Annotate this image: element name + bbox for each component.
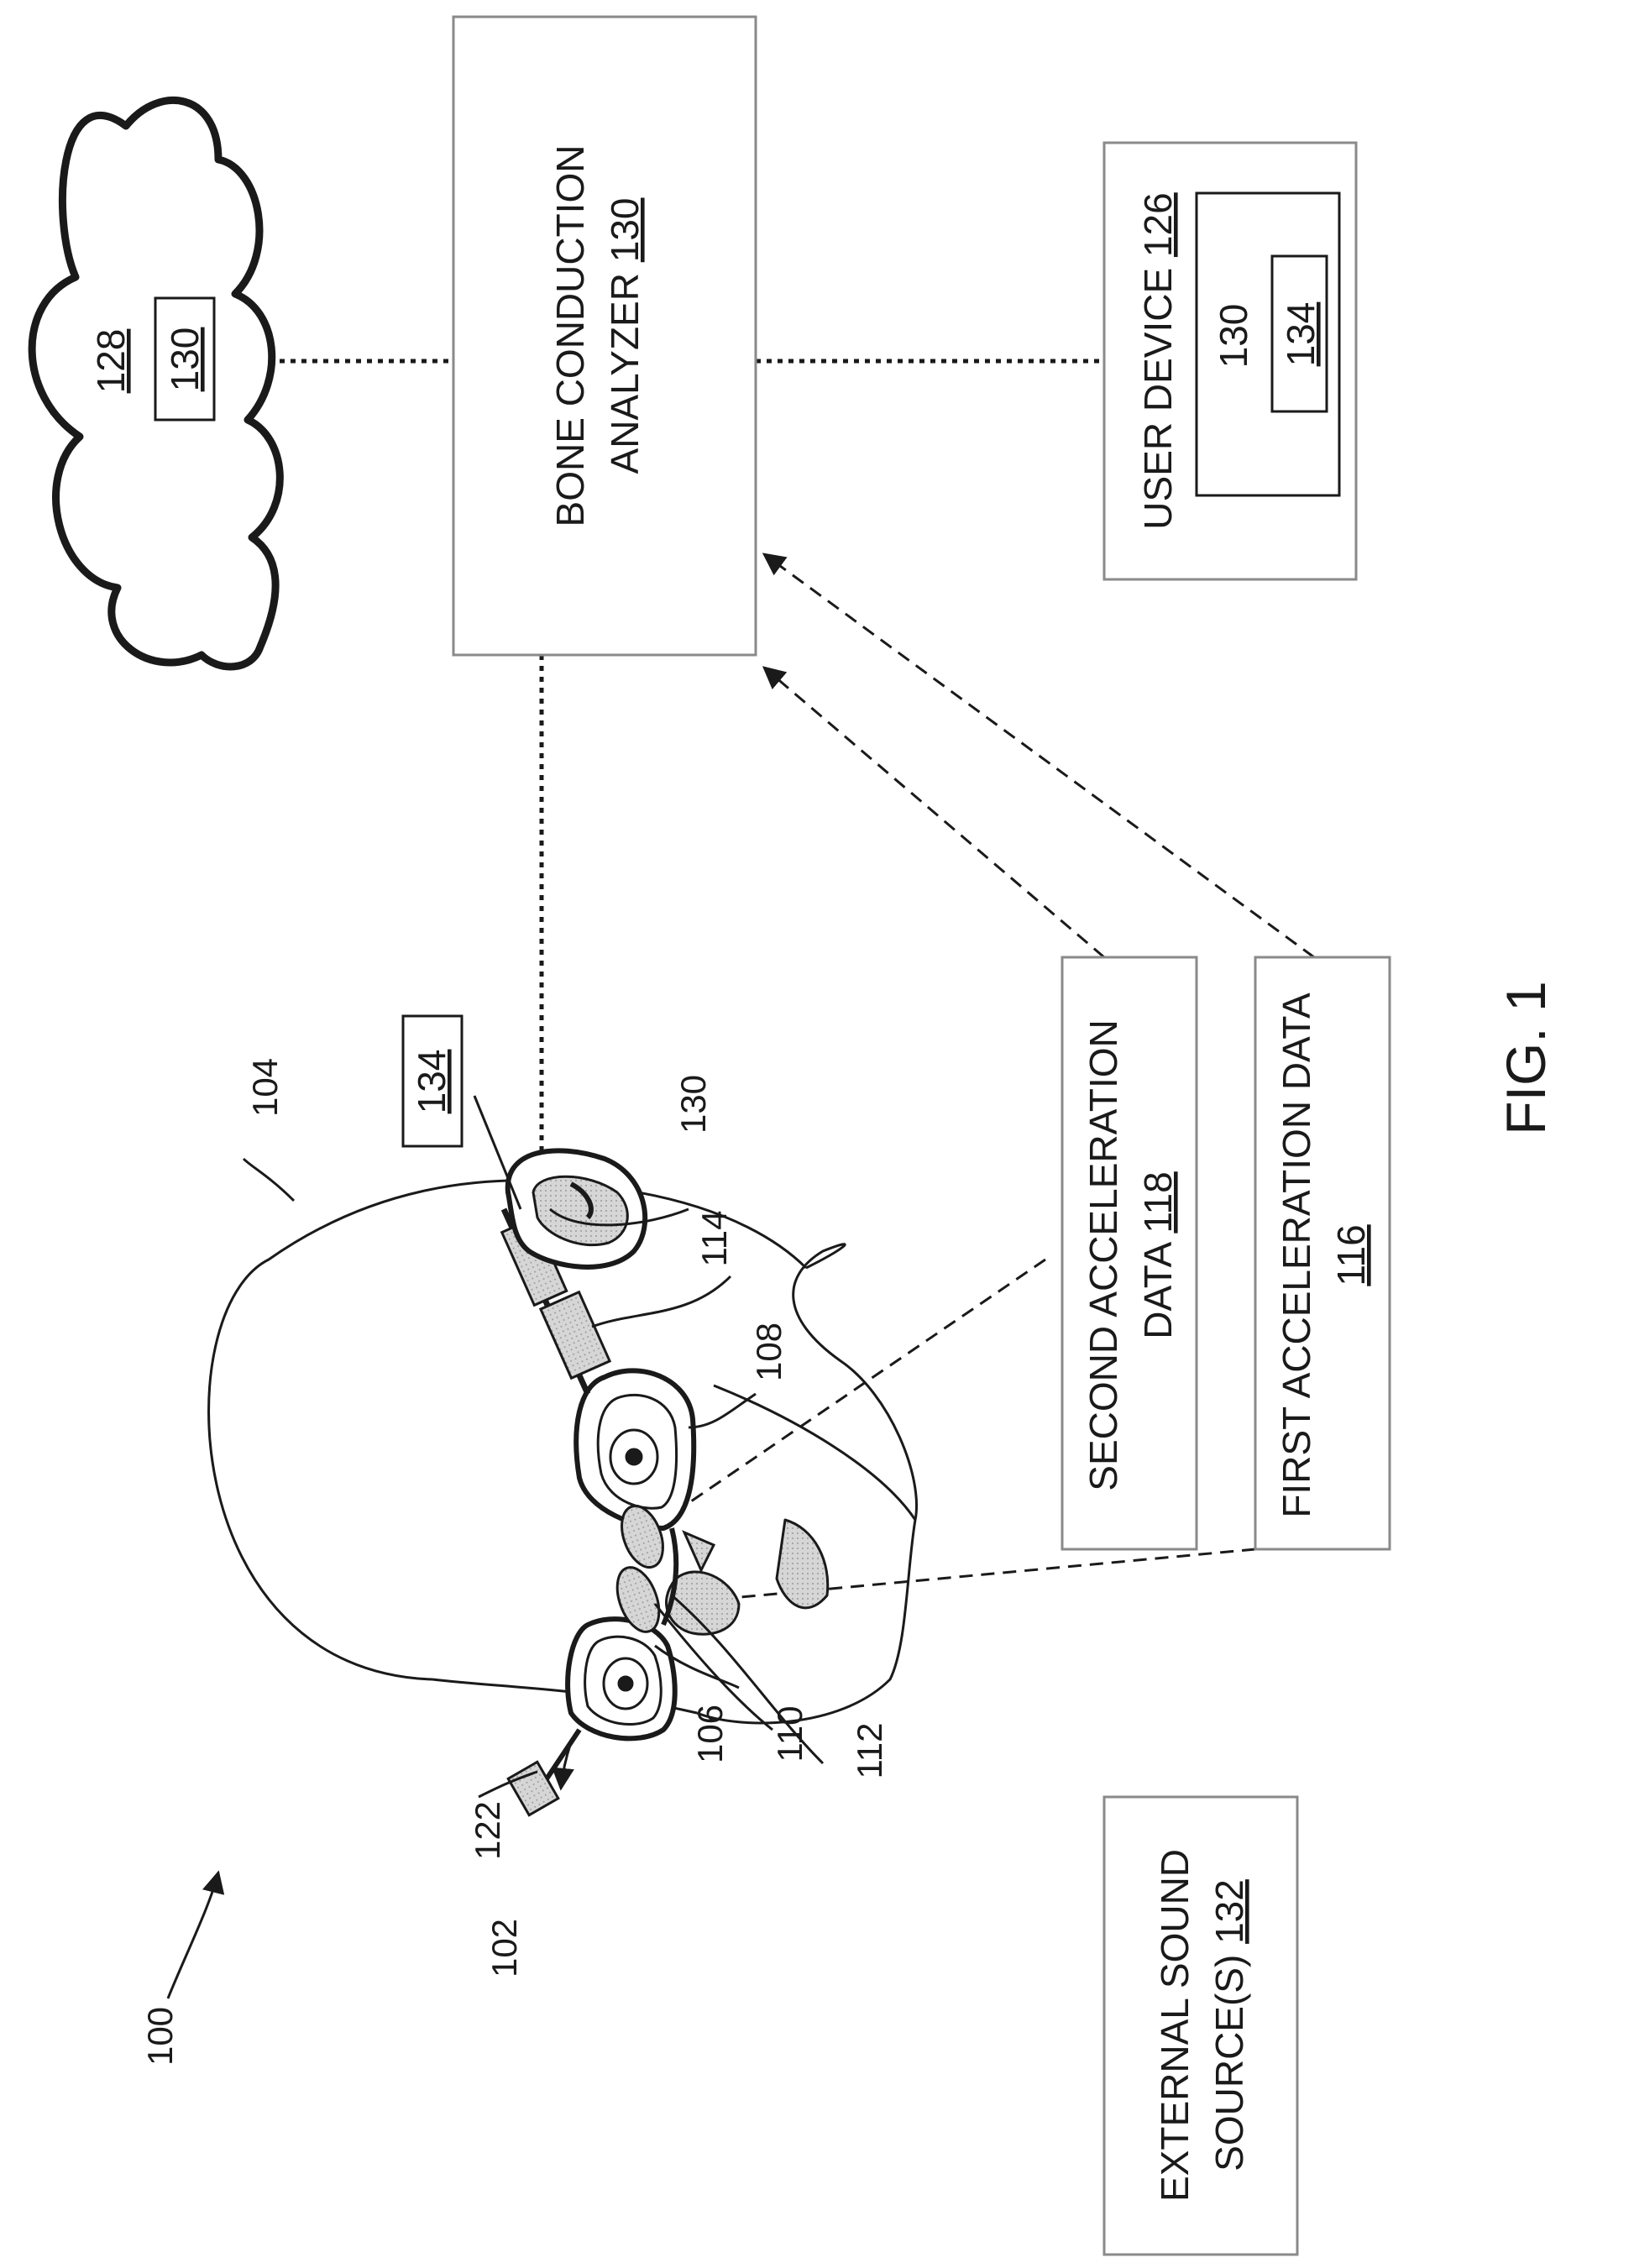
external-sound-line1: EXTERNAL SOUND [1153,1849,1197,2202]
ref-112: 112 [850,1723,889,1779]
ref-114: 114 [694,1211,734,1267]
acceleration-data-arrows [689,554,1314,1600]
nose-tip [684,1532,714,1570]
module-134-label: 134 [410,1050,453,1114]
analyzer-title-line2: ANALYZER [603,262,647,474]
pupil-left [619,1677,632,1690]
ref-100: 100 [140,2007,180,2066]
sensor-114 [541,1292,610,1379]
ref-106: 106 [690,1705,730,1763]
user-device-inner-ref: 130 [1212,304,1255,369]
cloud-128: 128 130 [32,100,280,667]
user-device-label-group: USER DEVICE 126 [1136,192,1180,529]
first-acceleration-ref: 116 [1329,1224,1373,1286]
user-device-ref: 126 [1136,192,1180,257]
ref-110: 110 [770,1706,809,1763]
second-acceleration-arrow [764,668,1104,957]
second-acceleration-ref: 118 [1136,1171,1180,1233]
leader-134 [474,1096,521,1209]
user-device-box-ref: 134 [1279,302,1322,367]
external-sound-ref: 132 [1207,1879,1251,1944]
external-sound-line2: SOURCE(S) [1207,1944,1251,2171]
first-acceleration-data-box: FIRST ACCELERATION DATA 116 [1255,957,1390,1549]
second-acceleration-leader [689,1260,1045,1503]
ref-130-temple: 130 [673,1075,713,1134]
mouth [777,1520,828,1608]
bone-conduction-analyzer-box: BONE CONDUCTION ANALYZER 130 [453,17,756,655]
ref-102: 102 [484,1919,524,1977]
external-sound-source-box: EXTERNAL SOUND SOURCE(S) 132 [1104,1797,1297,2255]
second-acceleration-line1: SECOND ACCELERATION [1081,1019,1125,1490]
pupil-right [626,1449,642,1464]
analyzer-ref: 130 [603,198,647,263]
ref-108: 108 [749,1323,788,1381]
leader-100 [168,1873,218,1998]
leader-114 [592,1276,731,1327]
second-acceleration-line2: DATA [1136,1234,1180,1339]
user-device-label: USER DEVICE [1136,257,1180,530]
user-device-box: USER DEVICE 126 130 134 [1104,143,1356,579]
cloud-ref-label: 128 [89,329,133,394]
ref-122: 122 [468,1801,507,1860]
external-sound-line2-group: SOURCE(S) 132 [1207,1879,1251,2171]
first-acceleration-line1: FIRST ACCELERATION DATA [1275,993,1318,1518]
ref-104: 104 [245,1058,285,1117]
analyzer-title-line2-group: ANALYZER 130 [603,198,647,474]
second-acceleration-data-box: SECOND ACCELERATION DATA 118 [1062,957,1197,1549]
figure-label: FIG. 1 [1495,981,1557,1134]
eyewear-102 [502,1150,694,1815]
module-134-box: 134 [403,1016,462,1146]
cloud-inner-ref: 130 [163,327,207,392]
cheek-line [714,1385,915,1520]
analyzer-title-line1: BONE CONDUCTION [548,145,592,527]
second-acceleration-line2-group: DATA 118 [1136,1171,1180,1338]
first-acceleration-arrow [764,554,1314,957]
leader-104 [244,1159,294,1201]
